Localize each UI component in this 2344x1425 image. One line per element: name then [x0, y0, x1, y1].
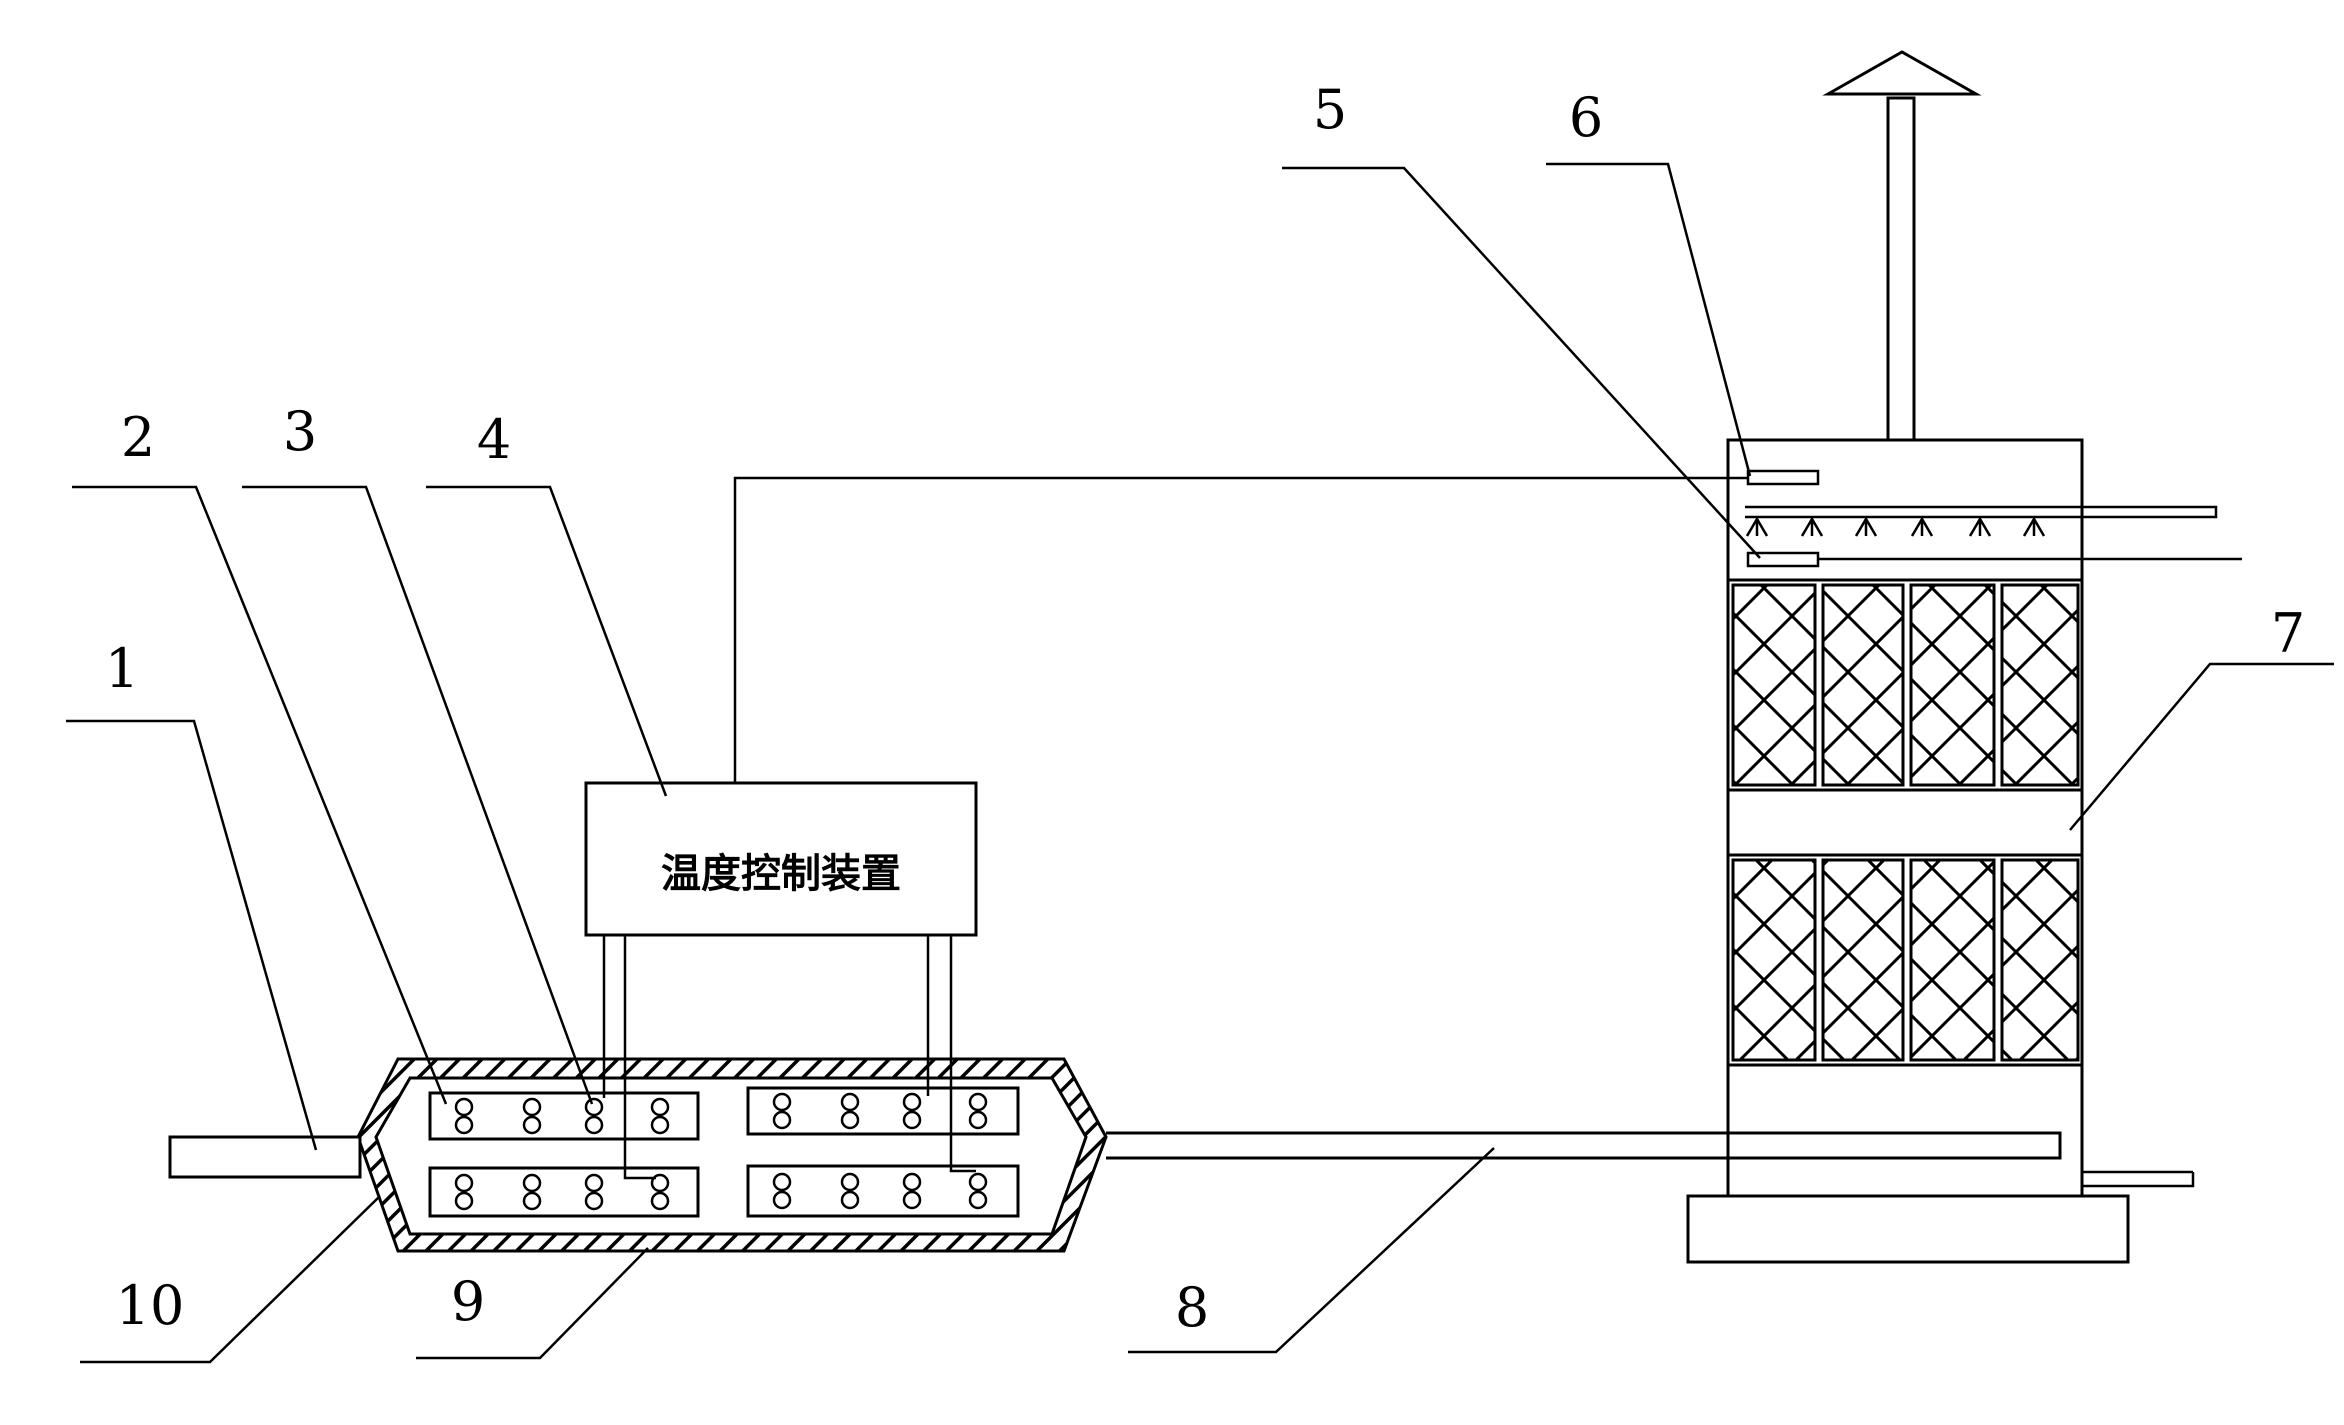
heater-panel-top-left [428, 1091, 700, 1141]
heater-coil [454, 1173, 474, 1193]
packing-layer-upper [1726, 578, 2084, 792]
leader-2 [72, 485, 448, 1105]
heater-panel-bottom-left [428, 1166, 700, 1218]
leader-10 [80, 1195, 381, 1364]
heater-coil [840, 1092, 860, 1112]
heater-coil [650, 1191, 670, 1211]
sensor-upper [1746, 469, 1820, 486]
label-2: 2 [121, 406, 155, 469]
packing-cells [1731, 583, 2080, 1062]
temperature-control-device: 温度控制装置 [584, 476, 1748, 1180]
heater-coil [968, 1092, 988, 1112]
heater-coil [522, 1173, 542, 1193]
control-wire-right [926, 935, 976, 1173]
heater-coil [840, 1110, 860, 1130]
heater-coils [454, 1092, 988, 1211]
leader-5 [1282, 166, 1761, 559]
tower-base [1686, 1194, 2130, 1264]
heater-coil [902, 1172, 922, 1192]
inlet-pipe [168, 1135, 362, 1179]
label-7: 7 [2271, 602, 2305, 665]
spray-nozzle [1854, 516, 1878, 537]
heater-coil [584, 1173, 604, 1193]
heater-panels [428, 1086, 1020, 1218]
heater-coil [454, 1097, 474, 1117]
number-labels: 1 2 3 4 5 6 7 8 9 10 [105, 78, 2305, 1339]
spray-nozzle [1800, 516, 1824, 537]
label-1: 1 [105, 637, 139, 700]
packing-layer-lower [1726, 853, 2084, 1067]
drain-pipe [2082, 1170, 2195, 1188]
packing-cell [1821, 858, 1905, 1062]
leader-4 [426, 485, 668, 797]
heater-coil [902, 1190, 922, 1210]
leader-lines [66, 162, 2334, 1364]
heater-coil [968, 1190, 988, 1210]
heater-coil [522, 1191, 542, 1211]
packing-cell [1731, 583, 1817, 787]
heater-coil [840, 1190, 860, 1210]
chimney-cap [1822, 50, 1982, 96]
spray-nozzle [1968, 516, 1992, 537]
heater-panel-top-right [746, 1086, 1020, 1136]
heater-coil [584, 1097, 604, 1117]
heater-coil [454, 1115, 474, 1135]
spray-pipe [1745, 505, 2218, 519]
control-signal-wire [733, 476, 1748, 783]
heater-coil [584, 1115, 604, 1135]
heater-coil [650, 1115, 670, 1135]
spray-nozzle [1910, 516, 1934, 537]
heater-coil [584, 1191, 604, 1211]
heater-coil [772, 1172, 792, 1192]
spray-nozzle [1745, 516, 1769, 537]
leader-9 [416, 1247, 649, 1360]
label-3: 3 [283, 400, 317, 463]
spray-nozzles [1745, 516, 2046, 537]
heater-coil [968, 1172, 988, 1192]
heater-panel-bottom-right [746, 1164, 1020, 1218]
heater-coil [522, 1115, 542, 1135]
chimney-pipe [1886, 96, 1916, 442]
label-5: 5 [1313, 78, 1347, 141]
label-10: 10 [116, 1274, 185, 1337]
packing-cell [1909, 858, 1996, 1062]
reactor-vessel [168, 1057, 1108, 1253]
heater-coil [968, 1110, 988, 1130]
label-4: 4 [477, 408, 511, 471]
leader-8 [1128, 1147, 1495, 1354]
leader-3 [242, 485, 594, 1105]
heater-coil [772, 1190, 792, 1210]
heater-coil [522, 1097, 542, 1117]
packing-cell [1909, 583, 1996, 787]
scrubber-tower [1686, 50, 2242, 1264]
label-8: 8 [1175, 1276, 1209, 1339]
packing-cell [2000, 583, 2080, 787]
heater-coil [772, 1110, 792, 1130]
leader-1 [66, 719, 318, 1151]
spray-nozzle [2022, 516, 2046, 537]
heater-coil [902, 1110, 922, 1130]
heater-coil [840, 1172, 860, 1192]
heater-coil [772, 1092, 792, 1112]
control-box [584, 781, 978, 937]
packing-cell [1731, 858, 1817, 1062]
heater-coil [902, 1092, 922, 1112]
leader-6 [1546, 162, 1752, 477]
connecting-duct [1106, 1131, 2062, 1160]
packing-cell [2000, 858, 2080, 1062]
packing-cell [1821, 583, 1905, 787]
reactor-casing [356, 1057, 1108, 1253]
heater-coil [454, 1191, 474, 1211]
heater-coil [650, 1097, 670, 1117]
control-wire-left [602, 935, 656, 1180]
leader-7 [2069, 662, 2334, 831]
label-6: 6 [1569, 86, 1603, 149]
label-9: 9 [451, 1270, 485, 1333]
control-box-label: 温度控制装置 [661, 851, 901, 897]
